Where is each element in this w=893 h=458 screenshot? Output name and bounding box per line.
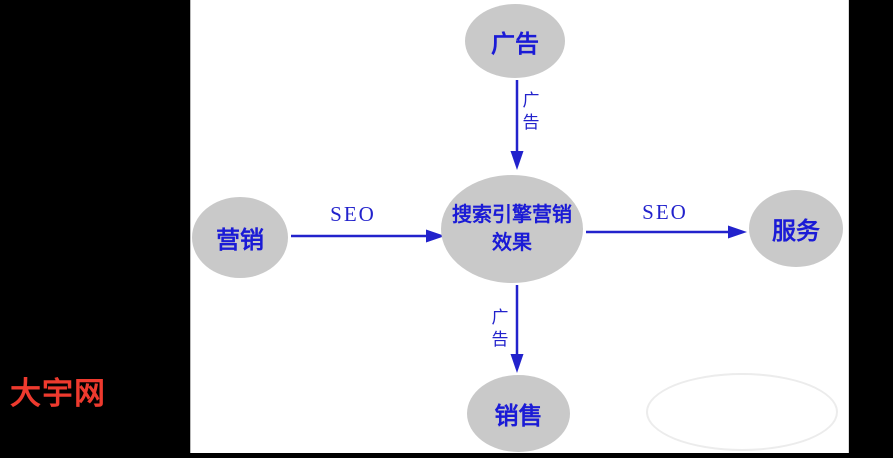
node-marketing-label: 营销 bbox=[216, 227, 264, 254]
arrow-center-to-sales bbox=[510, 285, 524, 373]
node-sem-effect: 搜索引擎营销 效果 bbox=[441, 175, 583, 283]
arrow-center-to-service bbox=[586, 225, 747, 239]
node-ad: 广告 bbox=[465, 4, 565, 78]
node-sem-effect-label-line1: 搜索引擎营销 bbox=[452, 204, 572, 226]
faint-ellipse-outline bbox=[646, 373, 838, 451]
right-black-bar bbox=[848, 0, 893, 458]
node-service: 服务 bbox=[749, 190, 843, 267]
edge-label-ad-bottom: 广告 bbox=[491, 308, 509, 349]
edge-label-ad-top: 广告 bbox=[522, 91, 540, 132]
arrow-marketing-to-center bbox=[291, 229, 445, 243]
node-service-label: 服务 bbox=[772, 218, 820, 245]
bottom-black-bar bbox=[0, 453, 893, 458]
node-sales-label: 销售 bbox=[494, 403, 543, 430]
node-sem-effect-label-line2: 效果 bbox=[492, 232, 532, 254]
node-marketing: 营销 bbox=[192, 197, 288, 278]
left-black-bar bbox=[0, 0, 191, 458]
node-sales: 销售 bbox=[467, 375, 570, 452]
node-ad-label: 广告 bbox=[491, 30, 539, 58]
edge-label-seo-left: SEO bbox=[330, 202, 376, 226]
site-watermark: 大宇网 bbox=[10, 376, 106, 411]
edge-label-seo-right: SEO bbox=[642, 200, 688, 224]
